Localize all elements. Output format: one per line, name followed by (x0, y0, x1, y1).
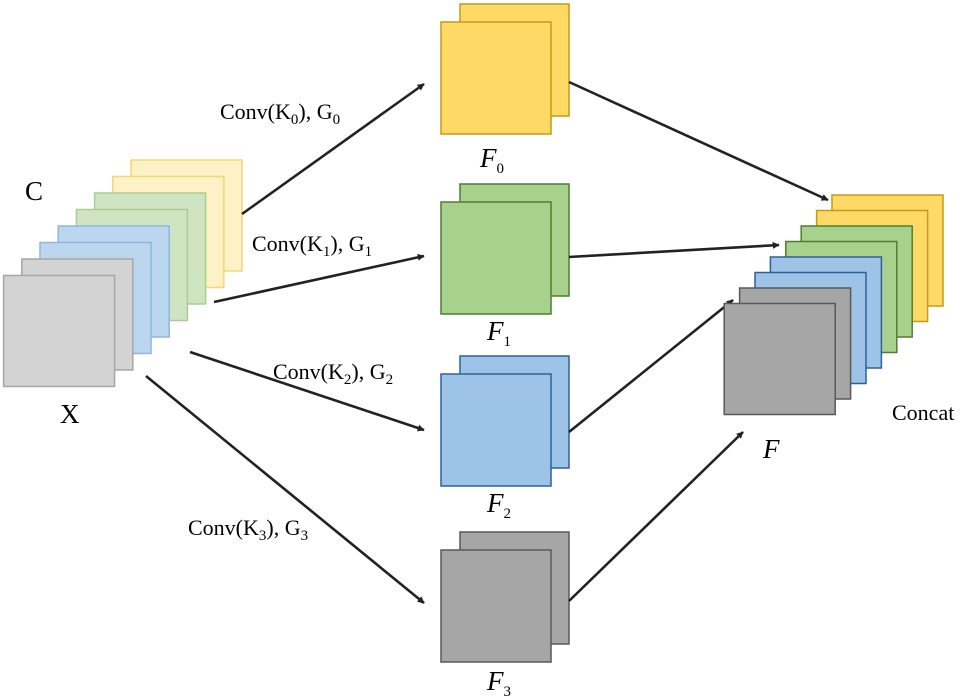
arrow-f3-to-concat (568, 431, 744, 602)
feature-map-front-layer (440, 549, 552, 663)
conv-label-3: Conv(K3), G3 (188, 515, 308, 544)
arrow-x-to-f0 (241, 82, 425, 216)
arrow-f1-to-concat (568, 241, 780, 259)
conv-label-1: Conv(K1), G1 (252, 231, 372, 260)
feature-map-f2 (440, 355, 570, 487)
feature-label-f0: F0 (479, 143, 504, 177)
arrow-x-to-f1 (213, 253, 425, 304)
input-tensor-stack (2, 159, 243, 388)
feature-map-front-layer (440, 21, 552, 135)
feature-map-f1 (440, 183, 570, 315)
arrow-x-to-f2 (189, 350, 425, 432)
feature-label-f1: F1 (486, 316, 511, 350)
output-label: F (762, 434, 780, 464)
input-channel-layer-gray (2, 274, 116, 388)
feature-label-f3: F3 (486, 666, 511, 698)
feature-label-f2: F2 (486, 488, 511, 522)
channel-label: C (25, 176, 43, 206)
concat-output-stack (723, 194, 944, 416)
feature-map-f0 (440, 3, 570, 135)
concat-channel-layer-gray (723, 302, 836, 416)
arrow-f2-to-concat (568, 298, 734, 434)
arrow-f0-to-concat (568, 80, 829, 202)
feature-map-f3 (440, 531, 570, 663)
conv-label-0: Conv(K0), G0 (220, 99, 340, 128)
feature-map-front-layer (440, 373, 552, 487)
arrow-x-to-f3 (145, 374, 425, 605)
conv-label-2: Conv(K2), G2 (273, 359, 393, 388)
concat-label: Concat (892, 400, 954, 425)
feature-map-front-layer (440, 201, 552, 315)
input-label: X (60, 399, 80, 429)
